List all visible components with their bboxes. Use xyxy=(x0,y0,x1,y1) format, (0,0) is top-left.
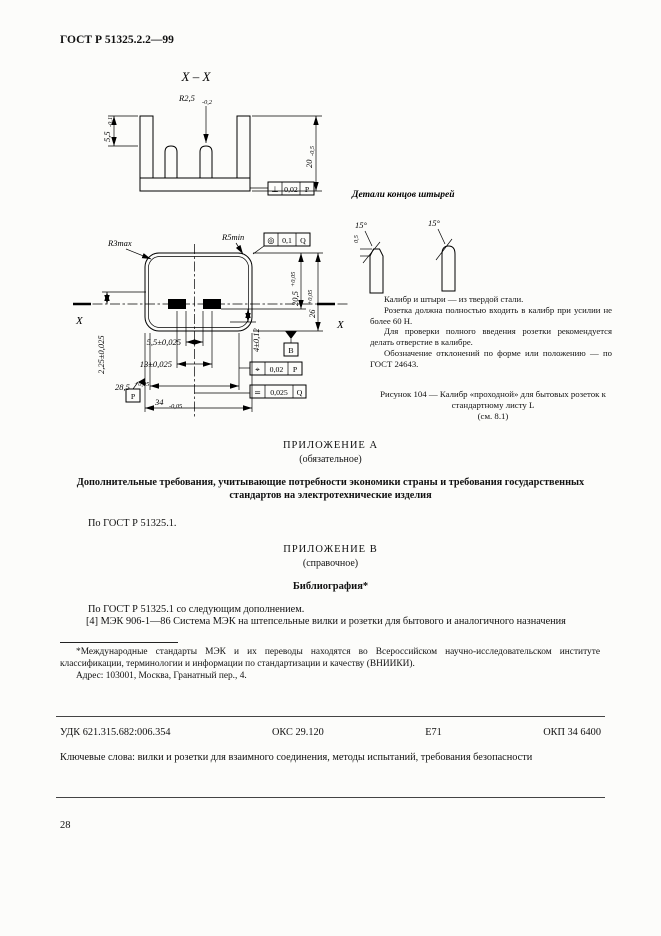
dim-height-26-tol: +0,05 xyxy=(307,290,314,305)
dim-height-26: 26 +0,05 xyxy=(307,290,317,318)
gauge-bottom xyxy=(139,177,251,192)
e-code: Е71 xyxy=(425,727,442,738)
footnote: *Международные стандарты МЭК и их перево… xyxy=(60,647,600,682)
horizontal-rule-top xyxy=(56,716,605,717)
pin-right-section xyxy=(199,145,213,179)
frame2-value: 0,1 xyxy=(282,236,292,245)
appendix-a-title: ПРИЛОЖЕНИЕ А xyxy=(282,440,379,451)
tolerance-frame-4: = 0,025 Q xyxy=(194,384,307,399)
gauge-right-wall xyxy=(236,115,251,179)
dim-offset-4: 4±0,12 xyxy=(251,327,261,352)
dim-r3max: R3max xyxy=(107,238,132,248)
frame1-datum: Р xyxy=(305,185,310,194)
keywords: Ключевые слова: вилки и розетки для взаи… xyxy=(60,752,533,763)
dim-width-34-tol: -0,05 xyxy=(169,403,182,410)
datum-b-label: В xyxy=(288,346,293,355)
appendix-b-para1: По ГОСТ Р 51325.1 со следующим дополнени… xyxy=(88,604,305,615)
dim-angle-left: 15° xyxy=(355,220,368,230)
dim-depth-20-main: 20 xyxy=(304,159,314,168)
dim-height-205: 20,5 +0,05 xyxy=(290,272,300,306)
appendix-b-para2: [4] МЭК 906-1—86 Система МЭК на штепсель… xyxy=(86,616,566,627)
pin-end-details: Детали концов штырей 15° 0,5 15° xyxy=(351,189,456,294)
footnote-address: Адрес: 103001, Москва, Гранатный пер., 4… xyxy=(76,670,247,681)
dim-width-285-tol: +0,05 xyxy=(134,381,149,388)
frame3-datum: Р xyxy=(293,365,298,374)
dim-chamfer-05-text: 0,5 xyxy=(353,235,360,243)
drawing-notes: Калибр и штыри — из твердой стали. Розет… xyxy=(370,294,612,369)
datum-p: Р xyxy=(125,378,145,403)
appendix-b-title: ПРИЛОЖЕНИЕ В xyxy=(283,544,378,555)
figure-caption-text: Рисунок 104 — Калибр «проходной» для быт… xyxy=(380,389,606,410)
appendix-a-heading: Дополнительные требования, учитывающие п… xyxy=(76,477,585,502)
footnote-text: *Международные стандарты МЭК и их перево… xyxy=(60,647,600,669)
appendix-b-heading: Библиография* xyxy=(292,581,369,592)
technical-drawing: X – X R2,5 -0,2 5,5 -0,1 xyxy=(73,69,456,418)
pin-left-section xyxy=(164,145,178,179)
oks-code: ОКС 29.120 xyxy=(271,727,324,738)
pin-end-chamfered xyxy=(369,248,384,294)
okp-code: ОКП 34 6400 xyxy=(543,727,601,738)
dim-chamfer-05: 0,5 xyxy=(353,235,360,243)
dim-offset-225-text: 2,25±0,025 xyxy=(96,335,106,374)
frame4-symbol: = xyxy=(254,387,261,397)
dim-pin-radius: R2,5 xyxy=(178,93,195,103)
figure-caption-ref: (см. 8.1) xyxy=(477,410,509,421)
gauge-left-wall xyxy=(139,115,154,179)
dim-height-205-main: 20,5 xyxy=(290,291,300,306)
dim-width-34-main: 34 xyxy=(154,397,164,407)
frame1-symbol: ⊥ xyxy=(271,184,278,194)
frame3-symbol: ⌖ xyxy=(255,364,260,374)
frame4-datum: Q xyxy=(297,388,303,397)
appendix-b-type: (справочное) xyxy=(302,558,359,569)
dim-angle-right: 15° xyxy=(428,218,441,228)
tolerance-frame-1: ⊥ 0,02 Р xyxy=(250,181,315,196)
appendix-a-type: (обязательное) xyxy=(299,454,362,465)
gauge-outline xyxy=(144,252,253,332)
figure-container: X – X R2,5 -0,2 5,5 -0,1 xyxy=(60,56,612,444)
frame3-value: 0,02 xyxy=(270,365,284,374)
page-number: 28 xyxy=(60,820,71,831)
section-view-label: X – X xyxy=(181,69,212,84)
tolerance-frame-3: ⌖ 0,02 Р xyxy=(239,361,303,376)
footnote-divider xyxy=(60,642,178,643)
note-line: Калибр и штыри — из твердой стали. xyxy=(384,294,524,304)
pin-details-title: Детали концов штырей xyxy=(351,189,455,200)
section-mark-left: X xyxy=(75,315,84,327)
datum-p-label: Р xyxy=(131,392,136,401)
appendix-a-body: По ГОСТ Р 51325.1. xyxy=(88,518,177,529)
section-view: X – X R2,5 -0,2 5,5 -0,1 xyxy=(102,69,322,196)
dim-depth-20-tol: -0,5 xyxy=(309,146,316,156)
classification-codes: УДК 621.315.682:006.354 ОКС 29.120 Е71 О… xyxy=(60,727,601,738)
tolerance-frame-2: ◎ 0,1 Q xyxy=(252,232,311,255)
dim-depth-55: 5,5 -0,1 xyxy=(102,117,114,142)
dim-width-285-main: 28,5 xyxy=(115,382,130,392)
dim-depth-20: 20 -0,5 xyxy=(304,146,316,168)
plan-view: X X R3max R5min ◎ 0,1 Q xyxy=(73,232,348,418)
dim-r5min: R5min xyxy=(221,232,244,242)
dim-depth-55-tol: -0,1 xyxy=(107,117,114,127)
dim-offset-225: 2,25±0,025 xyxy=(96,335,106,374)
dim-height-205-tol: +0,05 xyxy=(290,272,297,287)
dim-offset-4-text: 4±0,12 xyxy=(251,327,261,352)
udk-code: УДК 621.315.682:006.354 xyxy=(60,727,171,738)
frame2-datum: Q xyxy=(300,236,306,245)
dim-height-26-main: 26 xyxy=(307,309,317,318)
frame2-symbol: ◎ xyxy=(267,235,274,245)
note-line: Розетка должна полностью входить в калиб… xyxy=(370,304,612,326)
dim-pin-radius-tol: -0,2 xyxy=(202,99,213,106)
note-line: Обозначение отклонений по форме или поло… xyxy=(370,347,612,369)
horizontal-rule-bottom xyxy=(56,797,605,798)
datum-b: В xyxy=(283,331,299,357)
gauge-inner-outline xyxy=(148,256,249,328)
doc-code-header: ГОСТ Р 51325.2.2—99 xyxy=(60,34,174,46)
frame4-value: 0,025 xyxy=(270,388,288,397)
dim-gap-55: 5,5±0,025 xyxy=(147,337,181,347)
pin-end-rounded xyxy=(441,245,456,292)
figure-caption: Рисунок 104 — Калибр «проходной» для быт… xyxy=(378,389,608,422)
section-mark-right: X xyxy=(336,319,345,331)
dim-width-13: 13±0,025 xyxy=(140,359,172,369)
note-line: Для проверки полного введения розетки ре… xyxy=(370,326,612,348)
dim-depth-55-main: 5,5 xyxy=(102,131,112,142)
frame1-value: 0,02 xyxy=(284,185,298,194)
